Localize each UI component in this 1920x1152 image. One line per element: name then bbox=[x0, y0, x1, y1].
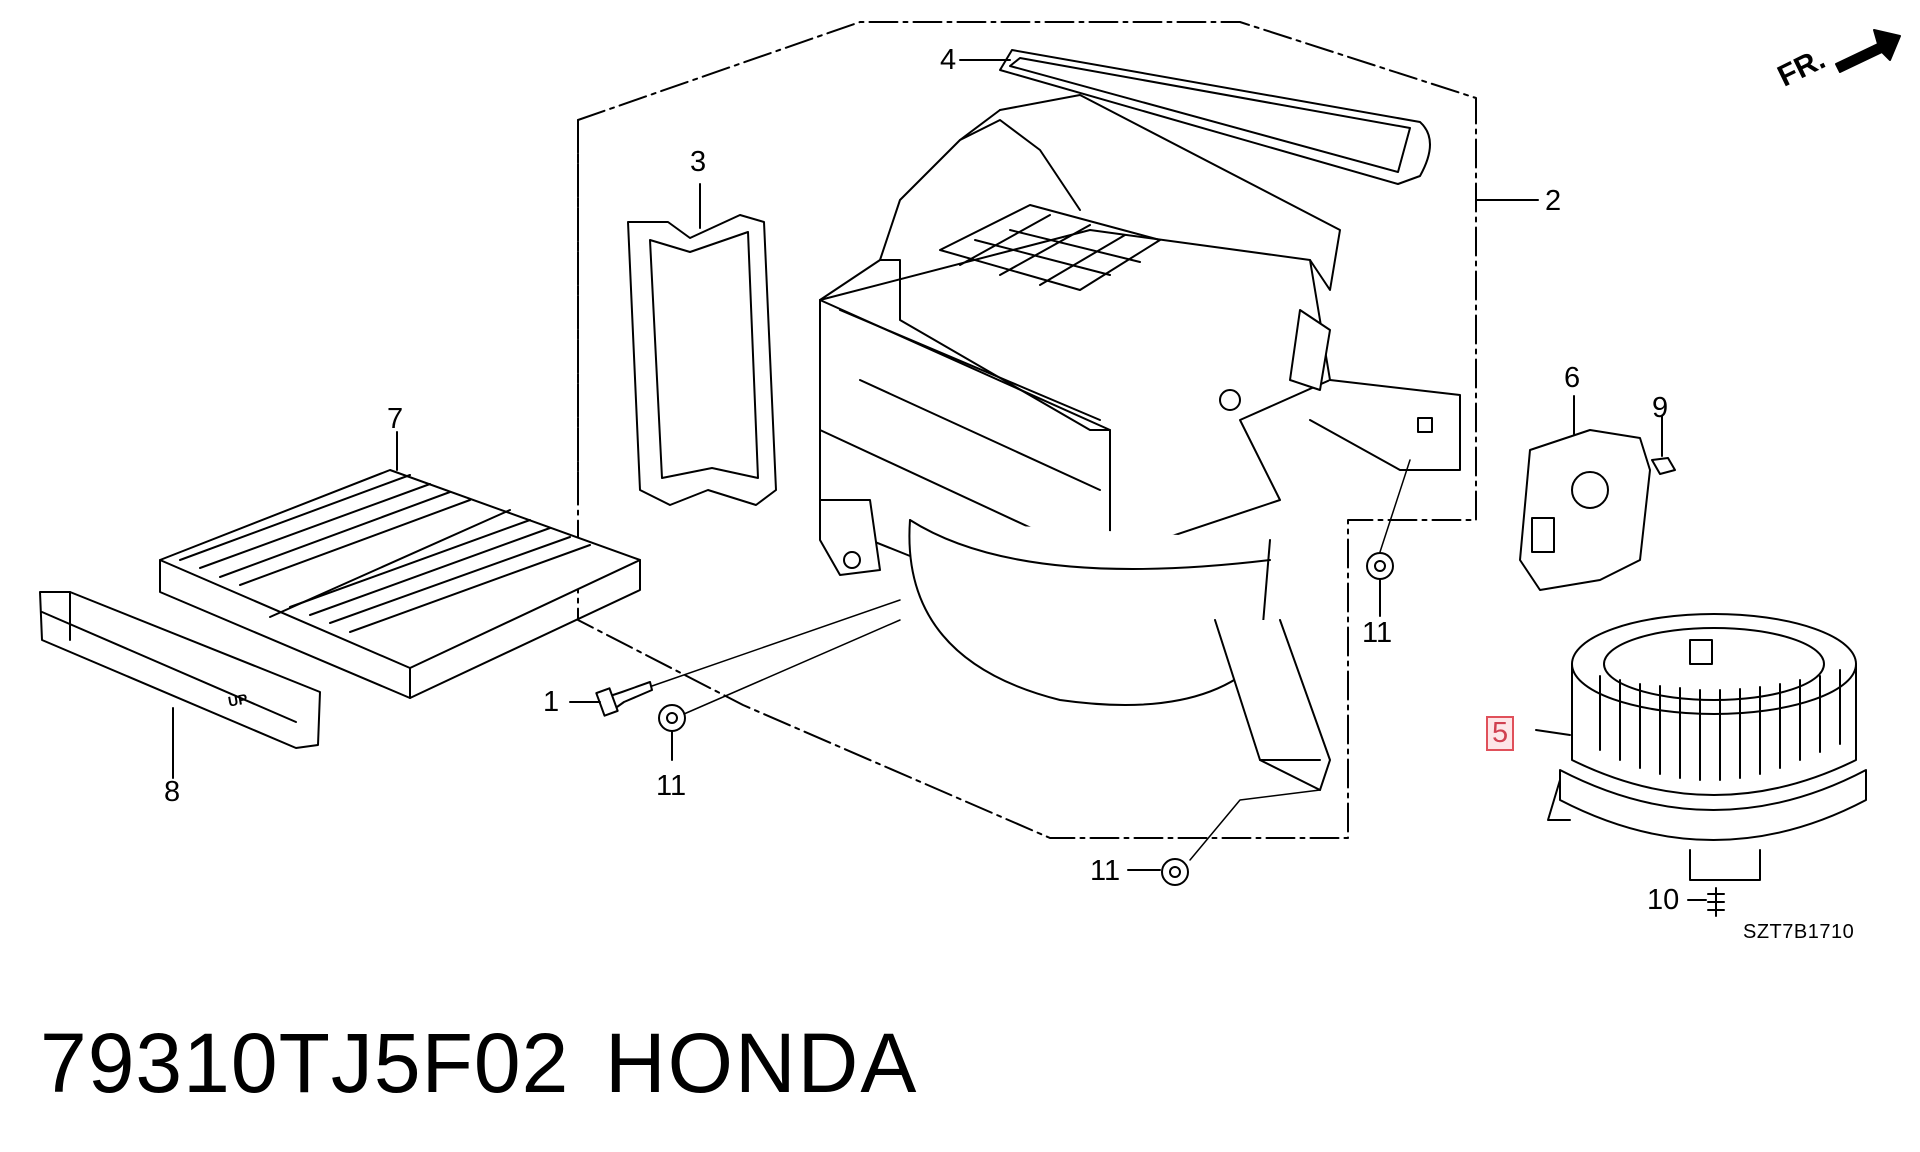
part-5-blower-motor bbox=[1535, 613, 1867, 881]
callout-7: 7 bbox=[387, 403, 404, 435]
part-7-cabin-filter bbox=[159, 431, 641, 699]
part-6-actuator bbox=[1519, 395, 1651, 591]
part-11-nut-bottom bbox=[1127, 789, 1321, 886]
filter-up-label: UP bbox=[226, 690, 249, 710]
callout-8: 8 bbox=[164, 776, 181, 808]
part-10-screw bbox=[1687, 887, 1725, 917]
part-number: 79310TJ5F02 bbox=[40, 1016, 570, 1110]
part-4-seal bbox=[959, 49, 1431, 185]
assembly-boundary bbox=[577, 21, 1477, 839]
diagram-code: SZT7B1710 bbox=[1743, 921, 1855, 943]
part-9-screw bbox=[1651, 415, 1676, 475]
callout-1: 1 bbox=[543, 686, 560, 718]
callout-3: 3 bbox=[690, 146, 707, 178]
fr-arrow-icon bbox=[1835, 29, 1901, 73]
callout-5-highlighted: 5 bbox=[1486, 716, 1515, 751]
part-1-bolt bbox=[569, 599, 901, 717]
callout-9: 9 bbox=[1652, 392, 1669, 424]
brand-name: HONDA bbox=[605, 1016, 919, 1110]
callout-11-left: 11 bbox=[656, 770, 687, 802]
part-8-filter-cover bbox=[39, 591, 321, 779]
callout-4: 4 bbox=[940, 44, 957, 76]
part-11-nut-left bbox=[658, 619, 901, 761]
part-2-heater-unit bbox=[819, 94, 1461, 791]
part-11-nut-right bbox=[1366, 459, 1411, 617]
callout-10: 10 bbox=[1647, 884, 1680, 916]
callout-6: 6 bbox=[1564, 362, 1581, 394]
part-3-seal-frame bbox=[627, 183, 777, 506]
callout-11-bottom: 11 bbox=[1090, 855, 1121, 887]
callout-2: 2 bbox=[1545, 185, 1562, 217]
callout-11-right: 11 bbox=[1362, 617, 1393, 649]
